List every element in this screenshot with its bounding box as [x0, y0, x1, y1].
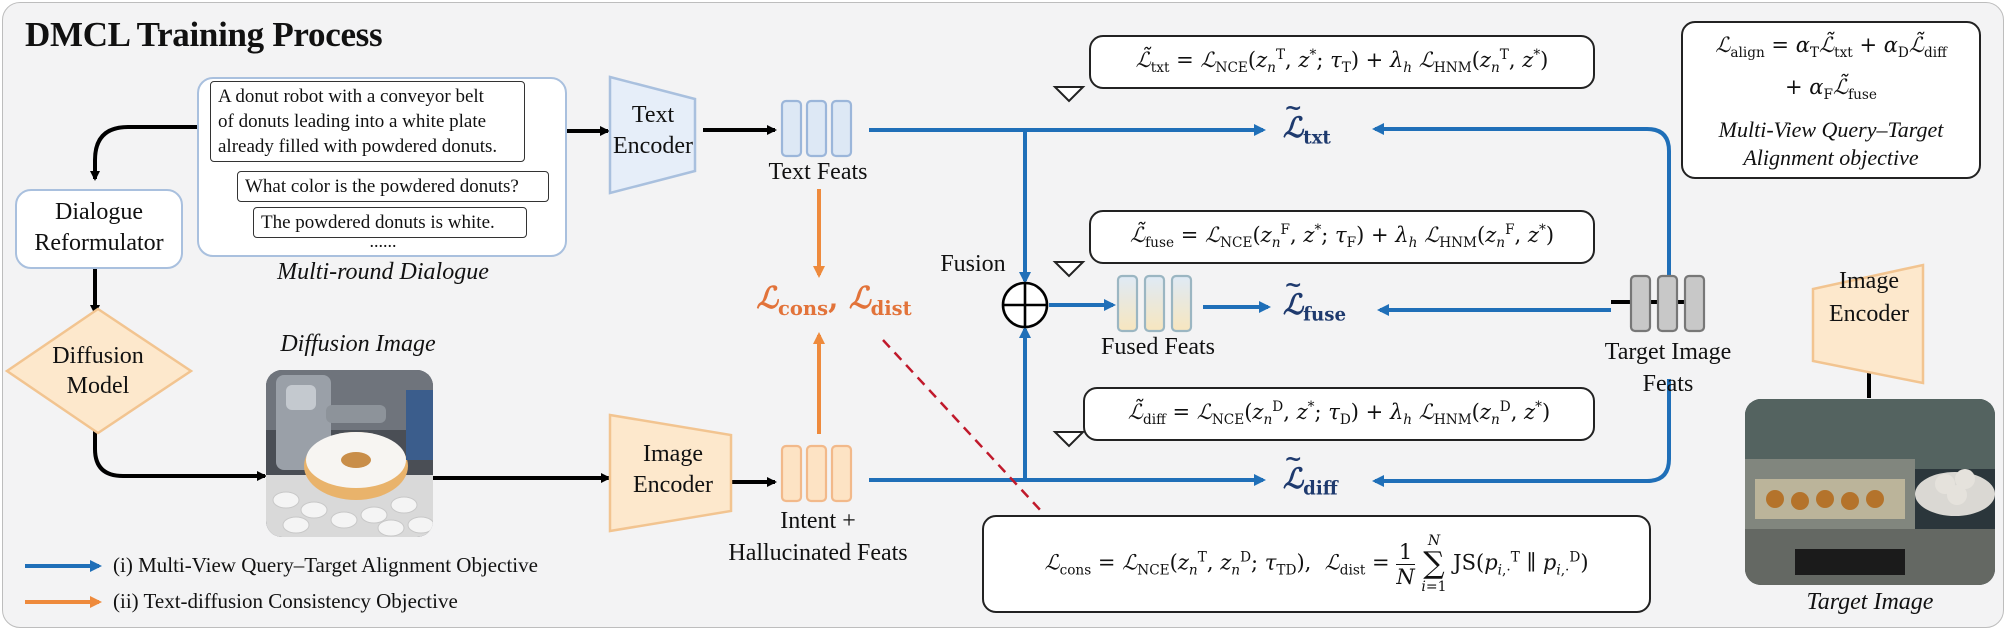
- align-caption-line: Multi-View Query–Target: [1718, 117, 1944, 143]
- image-encoder-line: Encoder: [1829, 301, 1909, 327]
- diagram-wires: [4, 75, 1925, 608]
- user-turn-1-line: A donut robot with a conveyor belt: [218, 86, 484, 107]
- target-feats-blocks: [1629, 274, 1706, 333]
- user-turn-1: A donut robot with a conveyor belt of do…: [210, 81, 525, 162]
- target-feats-label: Target Image Feats: [1583, 336, 1753, 400]
- fused-feats-label: Fused Feats: [1101, 334, 1215, 360]
- target-feats-line: Feats: [1642, 371, 1694, 397]
- loss-fuse-subscript: fuse: [1303, 304, 1347, 326]
- diffusion-image: [266, 370, 433, 537]
- image-encoder-left-shape: [608, 413, 733, 533]
- intent-feats-label: Intent + Hallucinated Feats: [703, 505, 933, 569]
- diffusion-model-line: Model: [66, 373, 130, 399]
- diffusion-model-line: Diffusion: [52, 343, 144, 369]
- fuse-loss-equation: ℒ̃fuse = ℒNCE(znF, z*; τF) + λh ℒHNM(znF…: [1089, 210, 1595, 264]
- fuse-callout-tail: [1052, 261, 1086, 278]
- legend-item-consistency: (ii) Text-diffusion Consistency Objectiv…: [113, 589, 458, 613]
- reformulator-line: Dialogue: [55, 199, 143, 225]
- loss-txt-label: ℒ~txt: [1283, 95, 1331, 149]
- diagram-title: DMCL Training Process: [25, 15, 383, 54]
- bot-turn: What color is the powdered donuts?: [237, 171, 549, 202]
- target-feats-line: Target Image: [1604, 339, 1732, 365]
- diffusion-image-caption: Diffusion Image: [280, 331, 436, 357]
- dialogue-ellipsis: ......: [369, 231, 397, 251]
- text-feats-blocks: [780, 99, 853, 158]
- align-objective-box: ℒalign = αTℒ̃txt + αDℒ̃diff+ αFℒ̃fuse Mu…: [1681, 21, 1981, 179]
- target-image-caption: Target Image: [1806, 589, 1934, 615]
- dashed-connector: [882, 339, 1044, 514]
- fusion-operator: [1001, 281, 1049, 329]
- image-encoder-right-shape: [1811, 263, 1925, 385]
- text-feats-label: Text Feats: [768, 159, 868, 185]
- intent-feats-line: Hallucinated Feats: [728, 540, 908, 566]
- legend-item-alignment: (i) Multi-View Query–Target Alignment Ob…: [113, 553, 538, 577]
- user-turn-2: The powdered donuts is white.: [253, 207, 527, 238]
- diff-callout-tail: [1052, 431, 1086, 448]
- reformulator-line: Reformulator: [34, 230, 164, 256]
- consistency-loss-label: ℒcons, ℒdist: [756, 281, 912, 320]
- loss-fuse-label: ℒ~fuse: [1283, 272, 1347, 326]
- image-encoder-line: Image: [643, 441, 703, 467]
- loss-diff-subscript: diff: [1303, 478, 1338, 500]
- diffusion-model-shape: [4, 307, 194, 435]
- image-encoder-line: Image: [1839, 268, 1899, 294]
- loss-diff-label: ℒ~diff: [1283, 446, 1338, 500]
- txt-callout-tail: [1052, 86, 1086, 103]
- user-turn-1-line: of donuts leading into a white plate: [218, 111, 487, 132]
- dialogue-caption: Multi-round Dialogue: [277, 259, 489, 285]
- orange-arrows: [25, 189, 825, 608]
- dist-subscript: dist: [870, 297, 912, 320]
- text-encoder-shape: [608, 75, 697, 195]
- fusion-label: Fusion: [940, 251, 1006, 277]
- diffusion-model-label: Diffusion Model: [23, 341, 173, 401]
- align-caption-line: Alignment objective: [1743, 145, 1919, 171]
- image-encoder-right: Image Encoder: [1813, 265, 1925, 331]
- text-encoder-line: Text: [631, 102, 675, 128]
- intent-feats-line: Intent +: [780, 508, 856, 534]
- fused-feats-blocks: [1116, 274, 1193, 333]
- target-image: [1745, 399, 1995, 585]
- loss-txt-subscript: txt: [1303, 127, 1331, 149]
- txt-loss-equation: ℒ̃txt = ℒNCE(znT, z*; τT) + λh ℒHNM(znT,…: [1089, 35, 1595, 89]
- dialogue-reformulator: Dialogue Reformulator: [15, 189, 183, 269]
- text-encoder-line: Encoder: [613, 133, 693, 159]
- text-encoder: Text Encoder: [603, 100, 703, 162]
- image-encoder-line: Encoder: [633, 472, 713, 498]
- image-encoder-left: Image Encoder: [613, 439, 733, 501]
- diff-loss-equation: ℒ̃diff = ℒNCE(znD, z*; τD) + λh ℒHNM(znD…: [1083, 387, 1595, 441]
- user-turn-1-line: already filled with powdered donuts.: [218, 136, 498, 157]
- blue-arrows: [25, 123, 1671, 572]
- cons-subscript: cons: [778, 297, 829, 320]
- intent-feats-blocks: [780, 444, 853, 503]
